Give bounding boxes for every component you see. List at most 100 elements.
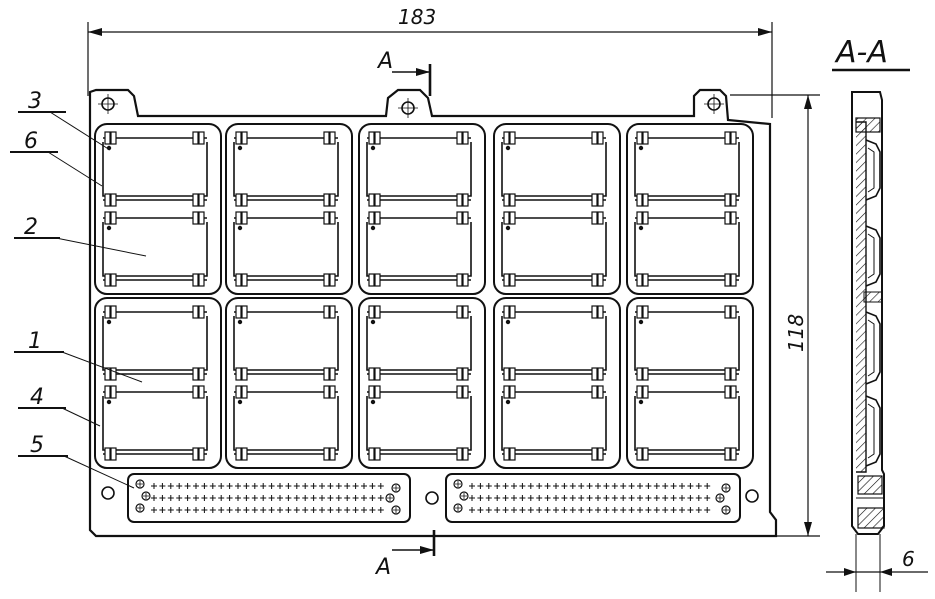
chip-key-dot [505, 399, 511, 405]
connector-pin [536, 495, 543, 501]
chip-key-dot [237, 399, 243, 405]
connector-pin [704, 483, 711, 489]
chip-pad [724, 131, 731, 145]
connector-pin [578, 483, 585, 489]
connector-pin [469, 495, 475, 501]
module-frame [626, 297, 754, 469]
connector-pin [553, 483, 559, 489]
chip-pad [462, 305, 469, 319]
chip-pad [597, 447, 604, 461]
connector-pin [637, 483, 643, 489]
chip-pad [368, 385, 375, 399]
connector-frame [127, 473, 411, 523]
chip-pad [456, 367, 463, 381]
connector-screw [135, 479, 145, 489]
chip-pad [368, 131, 375, 145]
chip-pad [368, 273, 375, 287]
connector-pin [319, 483, 325, 489]
chip-pad [198, 447, 205, 461]
chip-pad [104, 193, 111, 207]
connector-pin [477, 495, 484, 501]
connector-pin [268, 483, 275, 489]
connector-frame [445, 473, 741, 523]
connector-screw-mark [143, 493, 149, 499]
connector-pin [687, 495, 694, 501]
chip-pad [329, 385, 336, 399]
module-frame [493, 123, 621, 295]
chip-pad [374, 367, 381, 381]
chip-pad [241, 211, 248, 225]
chip-pad [241, 193, 248, 207]
connector-screw [715, 493, 725, 503]
connector-pin [352, 495, 359, 501]
connector-screw [453, 503, 463, 513]
chip-pad [104, 367, 111, 381]
component-bulge [865, 311, 881, 385]
connector-pin [302, 495, 309, 501]
connector-pin [151, 495, 157, 501]
chip-key-dot [638, 145, 644, 151]
chip-pad [597, 367, 604, 381]
connector-pin [377, 507, 384, 513]
connector-pin [377, 483, 384, 489]
connector-pin [536, 483, 543, 489]
connector-pin [603, 495, 610, 501]
section-marker-top: A [376, 49, 432, 96]
connector-pin [277, 483, 283, 489]
connector-pin [251, 495, 258, 501]
connector-group [127, 473, 741, 523]
chip-cell [233, 385, 339, 461]
chip-pad [323, 273, 330, 287]
chip-pad [198, 385, 205, 399]
connector-pin [369, 495, 376, 501]
connector-pin [369, 483, 376, 489]
chip-pad [591, 131, 598, 145]
chip-cell [366, 211, 472, 287]
chip-pad [456, 447, 463, 461]
connector-screw [721, 505, 731, 515]
chip-pad [192, 385, 199, 399]
chip-pad [241, 131, 248, 145]
chip-key-dot [370, 225, 376, 231]
chip-pad [456, 131, 463, 145]
chip-key-dot [237, 145, 243, 151]
connector-pin [527, 507, 534, 513]
chip-pad [110, 193, 117, 207]
chip-pad [636, 273, 643, 287]
connector-pin [695, 495, 702, 501]
connector-pin [595, 507, 601, 513]
module-frame [358, 123, 486, 295]
module-frame [626, 123, 754, 295]
chip-pad [323, 131, 330, 145]
chip-pad [235, 131, 242, 145]
connector-pin [645, 507, 652, 513]
chip-body [634, 316, 740, 371]
thickness-dimension-label: 6 [902, 547, 915, 571]
chip-pad [110, 211, 117, 225]
chip-pad [509, 131, 516, 145]
chip-pad [597, 305, 604, 319]
chip-pad [730, 131, 737, 145]
connector-pin [511, 483, 517, 489]
module-frame [358, 297, 486, 469]
connector-screw [135, 503, 145, 513]
callout-5: 5 [18, 433, 135, 489]
chip-pad [110, 367, 117, 381]
connector-pin [361, 483, 367, 489]
chip-pad [104, 131, 111, 145]
connector-pin [352, 483, 359, 489]
component-bulge-inner [867, 319, 875, 377]
chip-pad [192, 131, 199, 145]
connector-pin [519, 507, 526, 513]
chip-pad [104, 447, 111, 461]
connector-pin [595, 495, 601, 501]
chip-pad [241, 273, 248, 287]
connector-pin [544, 507, 551, 513]
chip-pad [724, 305, 731, 319]
chip-pad [462, 211, 469, 225]
connector-pin [569, 483, 576, 489]
chip-body [233, 142, 339, 197]
chip-pad [192, 305, 199, 319]
connector-pin [327, 495, 334, 501]
connector-screw-mark [461, 493, 467, 499]
